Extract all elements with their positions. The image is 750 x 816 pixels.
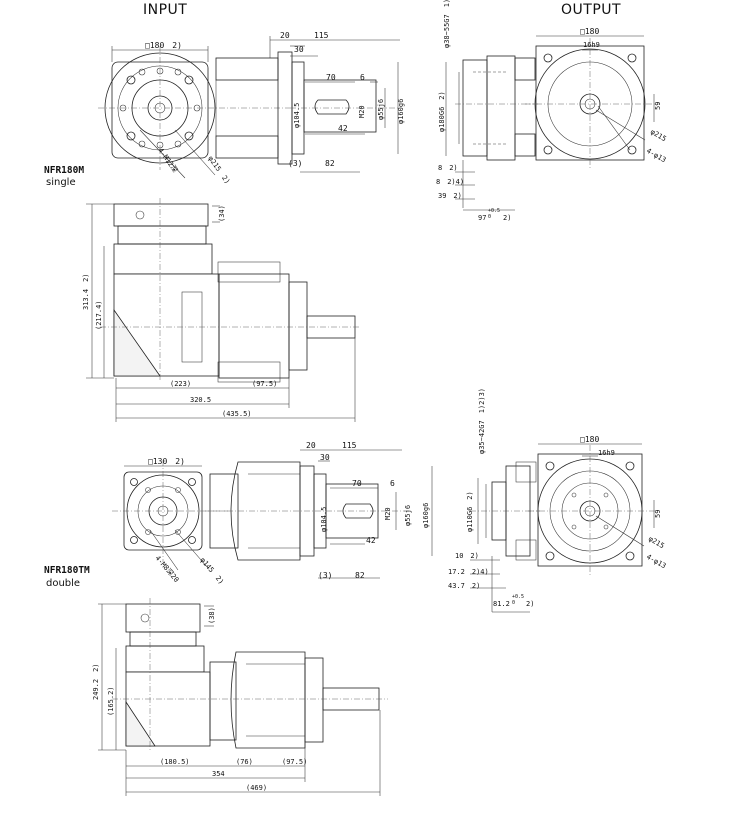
single-dim-42: 42 — [338, 124, 348, 133]
single-output-holes-dim: 4-φ13 — [645, 147, 667, 164]
double-output-square-dim: □180 — [580, 435, 599, 444]
single-side-435-dim: (435.5) — [222, 410, 252, 418]
single-side-223-dim: (223) — [170, 380, 191, 388]
single-input-square-dim: □180 2) — [145, 41, 182, 50]
single-output-97-note: 2) — [503, 214, 511, 222]
input-header: INPUT — [143, 2, 188, 18]
double-side-view — [98, 598, 388, 796]
single-dim-3: (3) — [288, 159, 302, 168]
single-dim-30: 30 — [294, 45, 304, 54]
single-side-313-dim: 313.4 2) — [82, 273, 90, 310]
double-dim-3: (3) — [318, 571, 332, 580]
double-d160-dim: φ160g6 — [422, 503, 430, 528]
double-dim-70: 70 — [352, 479, 362, 488]
double-side-165-dim: (165.2) — [107, 686, 115, 716]
model-label-double: NFR180TM — [44, 565, 90, 576]
single-output-97-dim: 97 — [478, 214, 486, 222]
single-output-square-dim: □180 — [580, 27, 599, 36]
double-side-180-dim: (180.5) — [160, 758, 190, 766]
double-d55-dim: φ55j6 — [404, 505, 412, 526]
double-output-holes-dim: 4-φ13 — [645, 553, 667, 570]
single-d160-dim: φ160g6 — [397, 99, 405, 124]
double-side-76-dim: (76) — [236, 758, 253, 766]
double-input-square-dim: □130 2) — [148, 457, 185, 466]
single-input-flange-view — [98, 46, 290, 179]
single-output-8b-dim: 8 2)4) — [436, 178, 464, 186]
double-output-43-dim: 43.7 2) — [448, 582, 480, 590]
single-side-320-dim: 320.5 — [190, 396, 211, 404]
output-header: OUTPUT — [561, 2, 622, 18]
double-side-249-dim: 249.2 2) — [92, 663, 100, 700]
single-side-34-dim: (34) — [218, 205, 226, 222]
double-side-38-dim: (38) — [208, 607, 216, 624]
single-dim-6: 6 — [360, 73, 365, 82]
type-label-double: double — [46, 578, 81, 589]
double-output-pilot-dim: φ110G6 2) — [466, 491, 474, 532]
single-output-97-tol: +0.5 — [488, 208, 500, 214]
single-dim-115: 115 — [314, 31, 329, 40]
single-side-97-dim: (97.5) — [252, 380, 277, 388]
single-dim-70: 70 — [326, 73, 336, 82]
double-input-housing-side — [205, 449, 433, 579]
single-bore-dim: φ104.5 — [293, 103, 301, 128]
double-output-bolt-circle-dim: φ215 — [647, 535, 666, 550]
double-output-81-tol: +0.5 — [512, 594, 524, 600]
double-output-bore-dim: φ35~42G7 1)2)3) — [478, 388, 486, 454]
type-label-single: single — [46, 177, 76, 188]
single-output-side-section — [445, 55, 540, 211]
single-dim-82: 82 — [325, 159, 335, 168]
double-side-354-dim: 354 — [212, 770, 225, 778]
double-bore-dim: φ104.5 — [320, 507, 328, 532]
double-dim-82: 82 — [355, 571, 365, 580]
single-output-39-dim: 39 2) — [438, 192, 462, 200]
double-input-flange-view — [112, 460, 230, 571]
double-dim-6: 6 — [390, 479, 395, 488]
single-m20-dim: M20 — [358, 105, 366, 118]
double-output-81-tol2: 0 — [512, 600, 515, 606]
double-output-side-section — [470, 461, 540, 613]
double-output-face-view — [528, 443, 660, 575]
single-side-217-dim: (217.4) — [95, 300, 103, 330]
double-output-81-note: 2) — [526, 600, 534, 608]
double-output-key-dim: 16h9 — [598, 449, 615, 457]
single-output-59-dim: 59 — [654, 102, 662, 110]
single-d55-dim: φ55j6 — [377, 99, 385, 120]
double-dim-30: 30 — [320, 453, 330, 462]
single-input-housing-side — [215, 36, 400, 173]
double-output-81-dim: 81.2 — [493, 600, 510, 608]
double-input-bolt-circle-dim: φ145 2) — [198, 556, 225, 586]
double-side-97-dim: (97.5) — [282, 758, 307, 766]
double-side-469-dim: (469) — [246, 784, 267, 792]
single-output-key-dim: 16h9 — [583, 41, 600, 49]
single-input-bolt-circle-dim: φ215 2) — [206, 155, 231, 186]
single-output-pilot-dim: φ180G6 2) — [438, 91, 446, 132]
single-output-bolt-circle-dim: φ215 — [649, 128, 668, 143]
double-dim-42: 42 — [366, 536, 376, 545]
model-label-single: NFR180M — [44, 165, 85, 176]
single-output-face-view — [525, 35, 660, 168]
double-dim-20: 20 — [306, 441, 316, 450]
single-dim-20: 20 — [280, 31, 290, 40]
single-output-8-dim: 8 2) — [438, 164, 458, 172]
double-output-17-dim: 17.2 2)4) — [448, 568, 489, 576]
double-m20-dim: M20 — [384, 507, 392, 520]
single-output-97-tol2: 0 — [488, 214, 491, 220]
double-output-59-dim: 59 — [654, 510, 662, 518]
double-dim-115: 115 — [342, 441, 357, 450]
single-side-view — [86, 198, 360, 422]
single-output-bore-dim: φ38~55G7 1)2)3) — [443, 0, 451, 48]
double-output-10-dim: 10 2) — [455, 552, 479, 560]
